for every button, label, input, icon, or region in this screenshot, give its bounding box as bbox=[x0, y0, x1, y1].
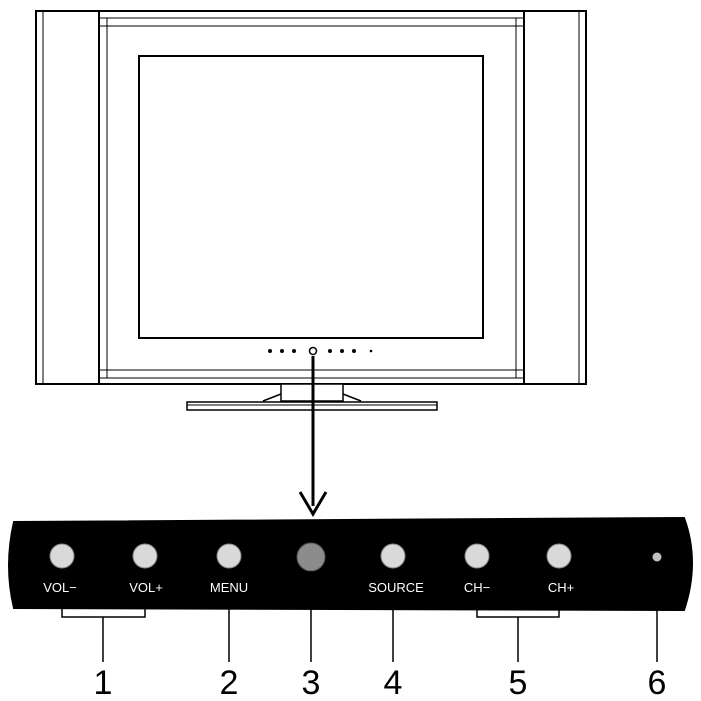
ir-sensor bbox=[296, 542, 326, 572]
tv-dot bbox=[369, 349, 373, 353]
callout-6: 6 bbox=[648, 664, 667, 701]
tv-dot bbox=[328, 349, 332, 353]
tv-button-dots bbox=[268, 349, 373, 353]
tv-screen bbox=[138, 55, 484, 339]
left-speaker bbox=[35, 10, 100, 385]
ch-minus-label: CH− bbox=[464, 580, 490, 595]
menu-label: MENU bbox=[210, 580, 248, 595]
tv-dot bbox=[280, 349, 284, 353]
source-button[interactable] bbox=[380, 543, 406, 569]
vol-minus-button[interactable] bbox=[49, 543, 75, 569]
source-label: SOURCE bbox=[368, 580, 424, 595]
tv-dot bbox=[352, 349, 356, 353]
vol-plus-label: VOL+ bbox=[129, 580, 163, 595]
control-panel-body bbox=[8, 516, 693, 612]
vol-plus-button[interactable] bbox=[132, 543, 158, 569]
zoom-arrow bbox=[298, 356, 328, 517]
tv-set bbox=[35, 10, 587, 411]
ch-minus-button[interactable] bbox=[464, 543, 490, 569]
callout-numbers: 1 2 3 4 5 6 bbox=[94, 664, 667, 701]
callout-1: 1 bbox=[94, 664, 113, 701]
ch-plus-button[interactable] bbox=[546, 543, 572, 569]
callout-2: 2 bbox=[220, 664, 239, 701]
power-indicator-led bbox=[652, 552, 662, 562]
tv-ir-sensor-dot bbox=[308, 346, 318, 356]
menu-button[interactable] bbox=[216, 543, 242, 569]
tv-dot bbox=[268, 349, 272, 353]
callout-5: 5 bbox=[509, 664, 528, 701]
right-speaker bbox=[523, 10, 587, 385]
control-panel: VOL− VOL+ MENU SOURCE CH− CH+ bbox=[8, 516, 693, 612]
tv-dot bbox=[340, 349, 344, 353]
vol-minus-label: VOL− bbox=[43, 580, 77, 595]
callout-lines bbox=[61, 562, 658, 662]
callout-4: 4 bbox=[384, 664, 403, 701]
callout-3: 3 bbox=[302, 664, 321, 701]
ch-plus-label: CH+ bbox=[548, 580, 574, 595]
tv-dot bbox=[292, 349, 296, 353]
